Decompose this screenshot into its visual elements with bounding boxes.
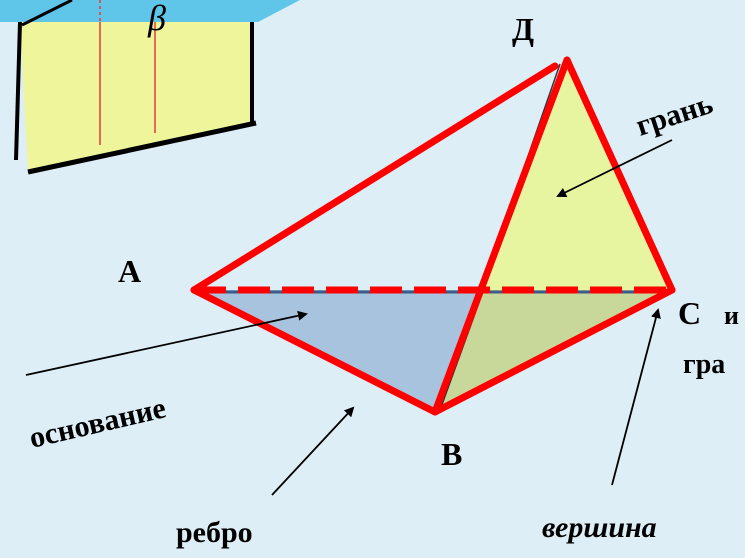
side-face-upper xyxy=(478,60,672,290)
edge-label: ребро xyxy=(176,516,253,549)
face-label: грань xyxy=(632,87,717,143)
vertex-arrow xyxy=(611,308,661,486)
plane-beta xyxy=(0,0,300,22)
plane-bottom-line xyxy=(27,120,257,175)
plane-left-line xyxy=(14,21,22,161)
edge-ab xyxy=(190,286,439,416)
vertex-label: вершина xyxy=(542,511,657,544)
edge-dc xyxy=(563,56,676,294)
base-label: основание xyxy=(26,391,169,454)
vertex-c-label: C xyxy=(678,295,701,331)
edge-arrow xyxy=(271,406,355,496)
face-cut-label: гра xyxy=(683,349,725,380)
base-face xyxy=(194,290,478,412)
plane-fragment: β xyxy=(0,0,300,175)
c-suffix-label: и xyxy=(724,301,739,330)
edge-ad xyxy=(190,62,559,294)
base-arrow xyxy=(25,310,308,376)
beta-label: β xyxy=(147,0,166,38)
vertex-b-label: B xyxy=(441,436,462,472)
face-arrow xyxy=(556,139,673,197)
edge-bc xyxy=(431,286,676,416)
plane-diagonal-line xyxy=(21,0,73,27)
vertex-d-label: Д xyxy=(512,11,534,47)
vertex-a-label: A xyxy=(118,253,141,289)
edge-db xyxy=(431,56,571,416)
